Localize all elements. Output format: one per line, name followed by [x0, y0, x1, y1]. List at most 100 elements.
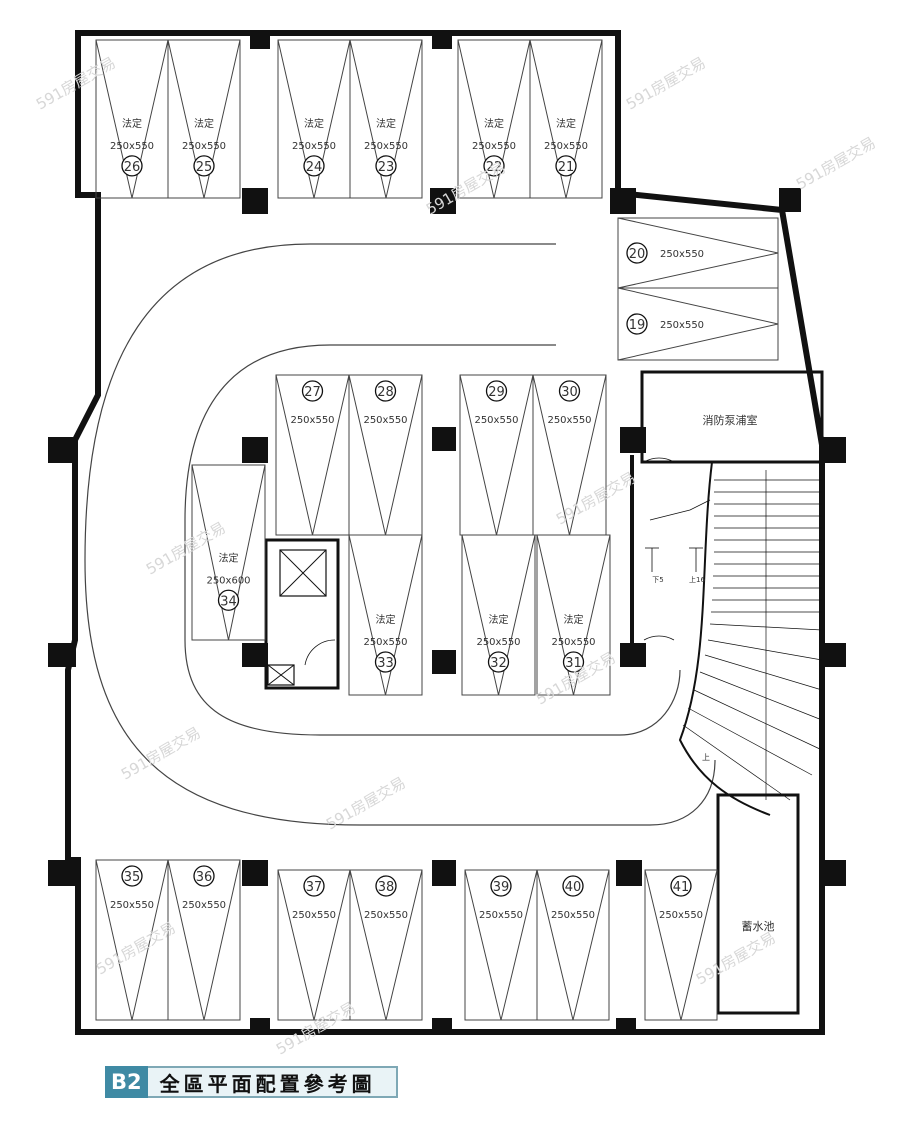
slot-label-41: 41 250x550 — [659, 875, 703, 921]
parking-slot-32 — [461, 534, 536, 696]
slot-number: 20 — [629, 247, 646, 262]
slot-size: 250x550 — [659, 910, 703, 921]
slot-size: 250x550 — [364, 910, 408, 921]
elevator-shaft — [264, 538, 340, 690]
slot-size: 250x550 — [479, 910, 523, 921]
slot-size: 250x550 — [363, 637, 407, 648]
slot-number-circle — [485, 380, 508, 402]
fire-pump-room — [640, 370, 824, 464]
slot-label-21: 法定 21 250x550 — [544, 117, 588, 177]
slot-tag: 法定 — [484, 117, 504, 130]
slot-label-37: 37 250x550 — [292, 875, 336, 921]
slot-number: 28 — [377, 385, 394, 400]
slot-size: 250x550 — [290, 415, 334, 426]
parking-slot-25 — [167, 39, 241, 199]
slot-tag: 法定 — [376, 117, 396, 130]
slot-size: 250x550 — [544, 141, 588, 152]
slot-size: 250x550 — [292, 910, 336, 921]
slot-number-circle — [301, 380, 324, 402]
parking-slot-34 — [191, 464, 266, 641]
slot-number: 19 — [629, 318, 646, 333]
parking-slot-19 — [617, 287, 779, 361]
slot-number-circle — [555, 155, 577, 177]
watermark: 591房屋交易 — [118, 724, 204, 784]
slot-size: 250x550 — [363, 415, 407, 426]
slot-tag: 法定 — [564, 613, 584, 626]
slot-tag: 法定 — [376, 613, 396, 626]
watermark: 591房屋交易 — [623, 54, 709, 114]
slot-size: 250x600 — [206, 575, 250, 586]
slot-number: 37 — [306, 880, 323, 895]
ramp-aisle — [84, 243, 716, 826]
slot-number: 24 — [306, 160, 323, 175]
slot-number: 38 — [378, 880, 395, 895]
slot-tag: 法定 — [556, 117, 576, 130]
slot-number-circle — [217, 589, 240, 611]
slot-number: 39 — [493, 880, 510, 895]
stair-core — [630, 455, 823, 816]
parking-slot-40 — [536, 869, 610, 1021]
slot-size: 250x550 — [660, 249, 704, 260]
slot-number: 22 — [486, 160, 503, 175]
slot-number-circle — [562, 875, 584, 897]
slot-number-circle — [121, 865, 143, 887]
slot-number: 23 — [378, 160, 395, 175]
level-badge: B2 — [105, 1066, 148, 1098]
slot-number-circle — [303, 875, 325, 897]
parking-slot-38 — [349, 869, 423, 1021]
parking-slot-23 — [349, 39, 423, 199]
slot-number-circle — [490, 875, 512, 897]
slot-number-circle — [483, 155, 505, 177]
slot-tag: 法定 — [489, 613, 509, 626]
slot-size: 250x550 — [472, 141, 516, 152]
water-tank-label: 蓄水池 — [742, 920, 775, 933]
slot-number-circle — [558, 380, 581, 402]
slot-size: 250x550 — [110, 900, 154, 911]
watermark: 591房屋交易 — [553, 469, 639, 529]
slot-size: 250x550 — [110, 141, 154, 152]
plan-caption: B2 全區平面配置參考圖 — [105, 1066, 398, 1098]
watermark: 591房屋交易 — [693, 929, 779, 989]
slot-number-circle — [670, 875, 692, 897]
slot-label-34: 法定 34 250x600 — [206, 551, 251, 611]
slot-label-33: 法定 33 250x550 — [363, 613, 408, 673]
water-tank — [716, 793, 800, 1015]
slot-tag: 法定 — [122, 117, 142, 130]
slot-number: 41 — [673, 880, 690, 895]
parking-slots — [95, 39, 779, 1021]
slot-number: 40 — [565, 880, 582, 895]
slot-number-circle — [375, 155, 397, 177]
slot-label-22: 法定 22 250x550 — [472, 117, 516, 177]
stair-up-mark: 上 — [702, 753, 710, 762]
slot-number-circle — [121, 155, 143, 177]
slot-size: 250x550 — [476, 637, 520, 648]
parking-slot-31 — [536, 534, 611, 696]
slot-number: 29 — [488, 385, 505, 400]
slot-number: 35 — [124, 870, 141, 885]
fire-pump-room-label: 消防泵浦室 — [703, 413, 758, 427]
slot-tag: 法定 — [219, 551, 239, 564]
slot-label-39: 39 250x550 — [479, 875, 523, 921]
slot-label-20: 20 250x550 — [626, 242, 704, 264]
slot-label-28: 28 250x550 — [363, 380, 408, 426]
slot-number: 21 — [558, 160, 575, 175]
watermark: 591房屋交易 — [93, 919, 179, 979]
slot-size: 250x550 — [292, 141, 336, 152]
slot-label-27: 27 250x550 — [290, 380, 335, 426]
slot-size: 250x550 — [547, 415, 591, 426]
slot-number: 31 — [565, 656, 582, 671]
slot-number: 27 — [304, 385, 321, 400]
slot-number: 34 — [220, 594, 237, 609]
stair-down-label: 下5 — [652, 576, 663, 584]
slot-number: 33 — [377, 656, 394, 671]
